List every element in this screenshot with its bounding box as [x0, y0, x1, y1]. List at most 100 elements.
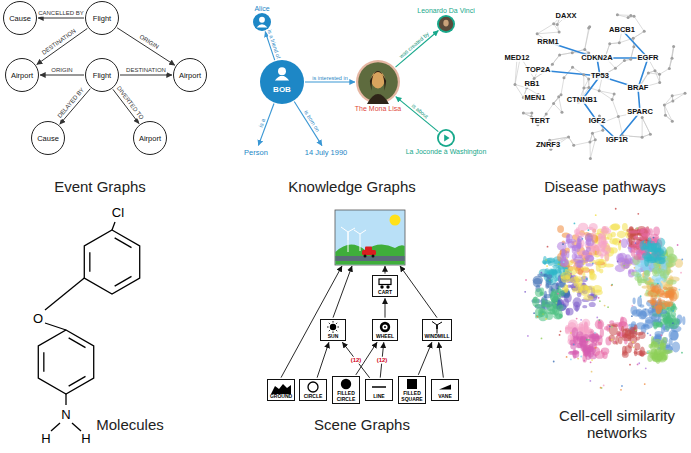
network-dot — [522, 112, 525, 115]
network-edge — [550, 137, 569, 140]
cell-dot — [611, 284, 613, 286]
cell-cluster — [572, 253, 577, 260]
cell-cluster — [647, 300, 657, 304]
cell-cluster — [624, 254, 631, 264]
network-dot — [608, 42, 611, 45]
mona-icon-part — [356, 60, 400, 104]
cell-cluster — [582, 305, 587, 308]
line-icon-part — [372, 386, 386, 388]
gene-label: CTNNB1 — [566, 96, 598, 104]
gene-label: ZNRF3 — [535, 141, 561, 149]
event-node: Airport — [173, 58, 207, 92]
cell-cluster — [585, 234, 593, 241]
cell-dot — [570, 332, 572, 334]
cell-cluster — [589, 302, 596, 307]
scene-link — [333, 266, 352, 318]
edge-label: is a — [257, 117, 266, 129]
network-edge — [617, 14, 630, 16]
cell-cluster — [600, 253, 603, 259]
cell-dot — [620, 389, 622, 391]
cell-dot — [681, 352, 683, 354]
connector — [385, 298, 386, 317]
cell-cluster — [566, 308, 570, 315]
network-edge — [615, 61, 624, 69]
gene-label: IGF2 — [588, 117, 607, 125]
node-label: Airport — [139, 134, 161, 143]
connector — [317, 342, 329, 377]
cell-cluster — [617, 231, 626, 239]
cell-dot — [533, 312, 535, 314]
cell-cluster — [652, 289, 656, 292]
network-dot — [614, 67, 617, 70]
cell-dot — [581, 238, 583, 240]
node-label: Airport — [179, 71, 201, 80]
edge-label: CANCELLED BY — [37, 10, 85, 17]
wheel-icon-part — [382, 324, 387, 329]
cell-dot — [649, 334, 651, 336]
cell-dot — [596, 317, 598, 319]
gene-label: TERT — [529, 117, 551, 125]
network-edge — [559, 97, 562, 112]
molecule-drawing — [38, 222, 139, 431]
cell-cluster — [597, 241, 605, 251]
double-bond — [89, 252, 90, 271]
gene-label: MEN1 — [524, 94, 547, 102]
bond — [45, 323, 66, 330]
scene-windmills — [341, 227, 366, 252]
network-edge — [660, 68, 670, 74]
cell-dot — [595, 347, 597, 349]
windmill-icon-part — [432, 321, 442, 333]
windmill-icon-part — [432, 321, 437, 325]
cell-cluster — [601, 226, 609, 233]
scene-link — [385, 266, 386, 274]
cell-cluster — [569, 340, 576, 346]
connector — [294, 101, 322, 145]
cell-cluster — [654, 294, 657, 299]
cell-dot — [577, 358, 579, 360]
network-dot — [562, 76, 565, 79]
cell-dot — [623, 265, 625, 267]
cell-dot — [590, 361, 592, 363]
cell-dot — [594, 332, 596, 334]
benzene-ring — [84, 230, 139, 294]
cell-dot — [611, 284, 613, 286]
cell-cluster — [557, 242, 567, 251]
cell-cluster — [565, 269, 568, 273]
cell-dot — [615, 208, 617, 210]
wheel-icon-part — [380, 321, 390, 331]
fcircle-icon — [333, 377, 359, 391]
cell-cluster — [645, 270, 651, 277]
leo-icon — [437, 15, 455, 33]
circle-icon — [300, 380, 326, 394]
bond — [65, 394, 66, 405]
person-icon-part — [257, 24, 268, 27]
network-dot — [643, 30, 646, 33]
cell-cluster — [668, 288, 675, 298]
node-label: FILLED CIRCLE — [333, 391, 359, 404]
windmill-pole — [348, 232, 349, 252]
double-bond — [43, 352, 44, 371]
network-dot — [649, 133, 652, 136]
cell-dot — [634, 267, 636, 269]
event-node: Cause — [3, 1, 37, 35]
network-edge — [560, 53, 573, 55]
cell-dot — [641, 263, 643, 265]
entity-node: Leonardo Da Vinci — [437, 15, 455, 33]
event-node: Flight — [85, 58, 119, 92]
cell-dot — [659, 238, 661, 240]
cell-dot — [647, 351, 649, 353]
cell-dot — [604, 305, 606, 307]
cell-cluster — [615, 264, 625, 272]
sun-icon-part — [333, 321, 334, 323]
network-dot — [647, 71, 650, 74]
cell-dot — [562, 243, 564, 245]
cell-dot — [611, 339, 613, 341]
cell-cluster — [655, 255, 664, 264]
cell-dot — [589, 380, 591, 382]
cell-dot — [565, 242, 567, 244]
network-dot — [560, 111, 563, 114]
cell-cluster — [593, 290, 603, 296]
event-node: Cause — [31, 121, 65, 155]
fsquare-icon-part — [407, 379, 417, 389]
cell-cluster — [636, 337, 640, 341]
